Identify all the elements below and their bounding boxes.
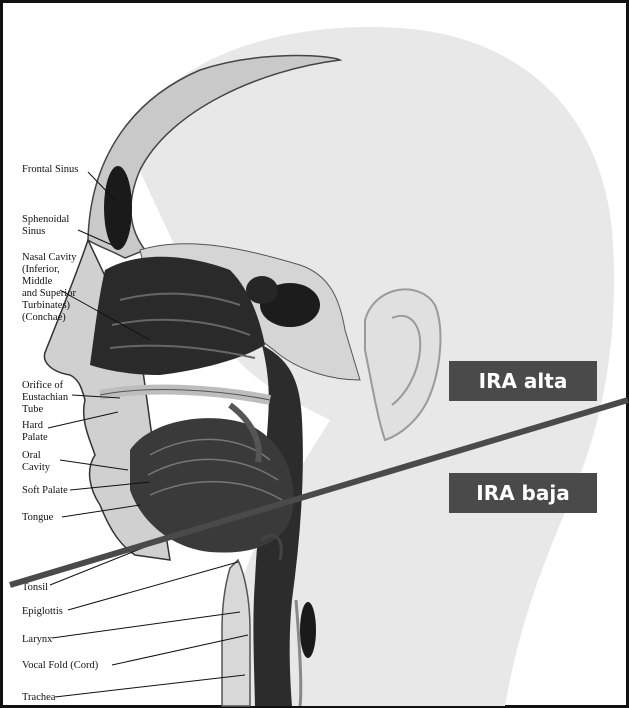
label-sphenoidal-sinus-line1: Sphenoidal (22, 214, 69, 225)
label-trachea: Trachea (22, 692, 56, 703)
label-nasal-cavity-line3: Middle (22, 276, 53, 287)
label-hard-palate-line1: Hard (22, 420, 44, 431)
label-oral-cavity-line1: Oral (22, 450, 41, 461)
label-nasal-cavity-line4: and Superior (22, 288, 76, 299)
label-orifice-line2: Eustachian (22, 392, 69, 403)
label-soft-palate: Soft Palate (22, 485, 68, 496)
lower-respiratory-tag: IRA baja (449, 473, 597, 513)
label-nasal-cavity-line1: Nasal Cavity (22, 252, 77, 263)
label-orifice-line3: Tube (22, 404, 44, 415)
label-nasal-cavity-line5: Turbinates) (22, 300, 71, 311)
label-oral-cavity-line2: Cavity (22, 462, 51, 473)
label-larynx: Larynx (22, 634, 53, 645)
label-epiglottis: Epiglottis (22, 606, 63, 617)
frontal-sinus-shape (104, 166, 132, 250)
label-vocal-fold: Vocal Fold (Cord) (22, 660, 99, 671)
label-sphenoidal-sinus-line2: Sinus (22, 226, 45, 237)
label-tonsil: Tonsil (22, 582, 48, 593)
larynx-trachea (222, 560, 250, 706)
label-orifice-line1: Orifice of (22, 380, 64, 391)
label-hard-palate-line2: Palate (22, 432, 48, 443)
upper-respiratory-tag: IRA alta (449, 361, 597, 401)
label-nasal-cavity-line2: (Inferior, (22, 264, 60, 275)
label-tongue: Tongue (22, 512, 54, 523)
label-frontal-sinus: Frontal Sinus (22, 164, 78, 175)
label-nasal-cavity-line6: (Conchae) (22, 312, 66, 323)
